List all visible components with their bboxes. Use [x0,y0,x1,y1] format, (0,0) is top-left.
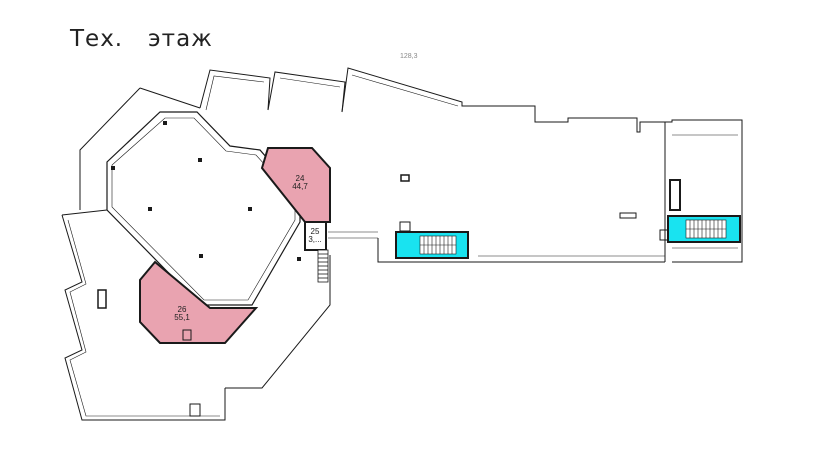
shaft-mark-2 [189,403,201,417]
vent-mark-2 [619,212,637,219]
room-24-number: 24 [296,174,305,183]
stair-block-right[interactable] [667,179,741,243]
dimension-label: 128,3 [400,53,418,60]
door-mark-2 [659,229,669,241]
shaft-mark [97,289,107,309]
vent-mark [400,174,410,182]
plan-title: Тех. этаж [70,26,213,52]
room-25-area: 3,... [308,235,321,244]
column-marks [111,121,301,261]
stair-block-center[interactable] [395,221,469,259]
room-24[interactable] [260,147,331,223]
outer-walls [61,67,743,421]
room-26[interactable] [139,260,259,344]
room-26-number: 26 [178,305,187,314]
room-26-area: 55,1 [174,313,190,322]
room-24-area: 44,7 [292,182,308,191]
room-25-number: 25 [311,227,320,236]
door-mark [182,329,192,341]
stair-small [317,249,329,283]
